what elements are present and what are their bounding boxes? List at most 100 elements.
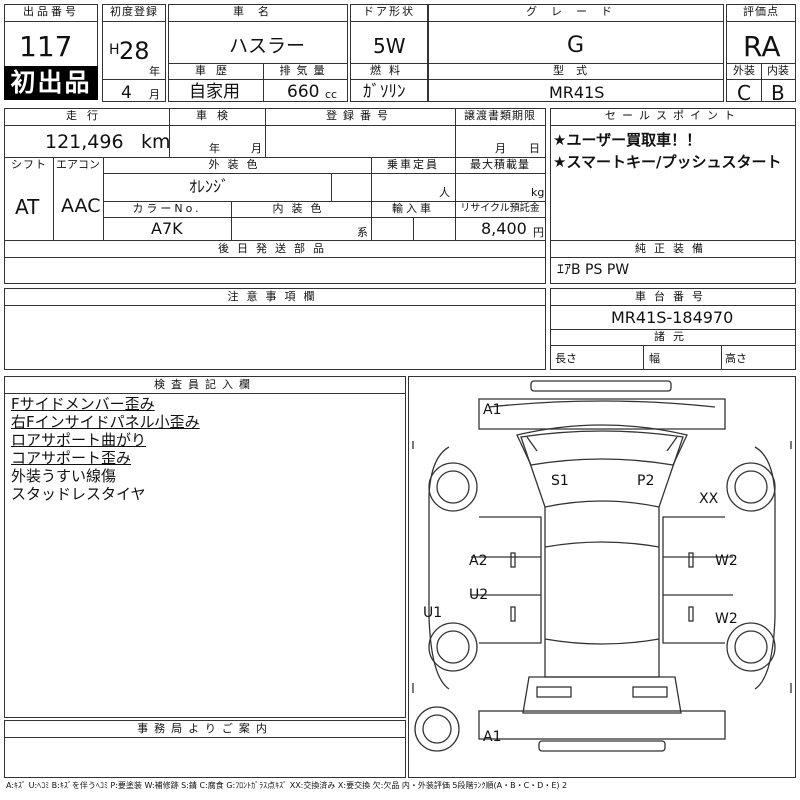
notes-box: 注意事項欄 [4, 288, 546, 370]
chassis-number: MR41S-184970 [611, 308, 734, 327]
exterior-label: 外装 [733, 64, 755, 77]
lot-number-label: 出品番号 [23, 5, 79, 18]
equipment: ｴｱB PS PW [557, 262, 630, 278]
mark-rear-bumper: A1 [483, 729, 501, 745]
car-name: ハスラー [229, 35, 306, 57]
int-color-unit: 系 [357, 226, 368, 239]
height-label: 高さ [725, 352, 747, 365]
inspector-note: 外装うすい線傷 [11, 467, 117, 485]
interior-grade: B [771, 81, 785, 105]
capacity-label: 乗車定員 [387, 158, 439, 171]
color-number: A7K [151, 219, 183, 238]
inspector-label: 検査員記入欄 [154, 378, 256, 391]
sales-point: ★ユーザー買取車！！ [553, 131, 702, 149]
door-label: ドア形状 [363, 5, 415, 18]
displacement-unit: cc [325, 88, 338, 101]
later-parts-label: 後日発送部品 [218, 242, 332, 255]
inspector-note: コアサポート歪み [11, 449, 132, 467]
registration-month: 4 [121, 83, 132, 103]
sales-point: ★スマートキー/プッシュスタート [553, 153, 782, 171]
int-color-label: 内装色 [272, 202, 330, 215]
inspector-note: Fサイドメンバー歪み [11, 395, 155, 413]
grade-label: グレード [526, 5, 626, 18]
first-registration-box: 初度登録 H 28 年 4 月 [102, 4, 166, 102]
exterior-grade: C [737, 81, 751, 105]
door-box: ドア形状 5W 燃料 ｶﾞｿﾘﾝ [350, 4, 428, 102]
car-name-box: 車名 ハスラー 車歴 排気量 自家用 660 cc [168, 4, 348, 102]
registration-year: 28 [119, 37, 150, 65]
inspection-month-unit: 月 [251, 142, 262, 155]
inspector-note: ロアサポート曲がり [11, 431, 147, 449]
model-code: MR41S [549, 83, 605, 102]
first-listing-badge: 初出品 [4, 66, 98, 100]
month-unit: 月 [149, 88, 160, 101]
aircon: AAC [61, 195, 101, 217]
transfer-month-unit: 月 [495, 142, 506, 155]
score-label: 評価点 [743, 5, 779, 18]
year-unit: 年 [149, 65, 160, 78]
max-load-label: 最大積載量 [470, 158, 530, 171]
mileage-label: 走行 [66, 109, 108, 122]
mark-right-rear-door: W2 [715, 611, 738, 627]
shift: AT [15, 195, 40, 219]
sales-points-box: セールスポイント ★ユーザー買取車！！ ★スマートキー/プッシュスタート [550, 108, 796, 242]
chassis-label: 車台番号 [635, 290, 711, 303]
equipment-box: 純正装備 ｴｱB PS PW [550, 240, 796, 284]
inspection-year-unit: 年 [209, 142, 220, 155]
inspector-note: スタッドレスタイヤ [11, 485, 146, 503]
mark-left-front-door: A2 [469, 553, 487, 569]
interior-label: 内装 [767, 64, 789, 77]
mileage: 121,496 [45, 131, 124, 153]
lot-number: 117 [19, 30, 73, 63]
car-history-label: 車歴 [195, 64, 237, 77]
score-box: 評価点 RA 外装 内装 C B [726, 4, 796, 105]
import-label: 輸入車 [392, 202, 434, 215]
aircon-label: エアコン [56, 158, 100, 171]
recycle-label: リサイクル預託金 [460, 203, 540, 214]
ext-color: ｵﾚﾝｼﾞ [189, 177, 230, 196]
office-notice-label: 事務局よりご案内 [137, 722, 273, 735]
capacity-unit: 人 [439, 186, 450, 199]
width-label: 幅 [649, 352, 660, 365]
displacement: 660 [287, 82, 320, 102]
grade-box: グレード G 型式 MR41S [428, 4, 724, 102]
recycle-unit: 円 [533, 226, 544, 239]
inspector-box: 検査員記入欄 Fサイドメンバー歪み 右Fインサイドパネル小歪み ロアサポート曲が… [4, 376, 406, 718]
transfer-day-unit: 日 [529, 142, 540, 155]
color-no-label: カラーNo. [132, 202, 202, 215]
mark-right-front-fender: XX [699, 491, 719, 507]
first-registration-label: 初度登録 [110, 5, 158, 18]
model-code-label: 型式 [553, 64, 599, 77]
mark-windshield-right: P2 [637, 473, 654, 489]
mark-windshield-left: S1 [551, 473, 569, 489]
mark-front-bumper: A1 [483, 402, 501, 418]
score: RA [743, 30, 781, 63]
details-box: 走行 車検 登録番号 譲渡書類期限 121,496 km 年 月 月 日 シフト… [4, 108, 546, 242]
office-notice-box: 事務局よりご案内 [4, 720, 406, 778]
inspection-label: 車検 [196, 109, 238, 122]
mark-left-rear-door: U2 [469, 587, 488, 603]
mark-left-quarter: U1 [423, 605, 442, 621]
reg-no-label: 登録番号 [326, 109, 394, 122]
door-type: 5W [373, 34, 406, 58]
legend: A:ｷｽﾞ U:ﾍｺﾐ B:ｷｽﾞを伴うﾍｺﾐ P:要塗装 W:補修跡 S:錆 … [6, 781, 568, 790]
fuel-label: 燃料 [370, 64, 408, 77]
car-history: 自家用 [189, 82, 240, 102]
transfer-docs-label: 譲渡書類期限 [464, 109, 536, 122]
era: H [109, 42, 120, 58]
fuel: ｶﾞｿﾘﾝ [363, 82, 406, 102]
equipment-label: 純正装備 [635, 242, 711, 255]
displacement-label: 排気量 [279, 64, 331, 77]
ext-color-label: 外装色 [208, 158, 266, 171]
recycle-deposit: 8,400 [481, 219, 527, 238]
chassis-box: 車台番号 MR41S-184970 諸元 長さ 幅 高さ [550, 288, 796, 370]
max-load-unit: kg [531, 186, 545, 199]
car-name-label: 車名 [233, 5, 283, 18]
mileage-unit: km [141, 131, 171, 153]
dimensions-label: 諸元 [654, 330, 692, 343]
car-diagram: A1 S1 P2 XX A2 W2 U2 U1 W2 A1 [408, 376, 796, 778]
later-parts-box: 後日発送部品 [4, 240, 546, 284]
sales-points-label: セールスポイント [605, 109, 741, 122]
mark-right-front-door: W2 [715, 553, 738, 569]
grade: G [567, 33, 585, 58]
